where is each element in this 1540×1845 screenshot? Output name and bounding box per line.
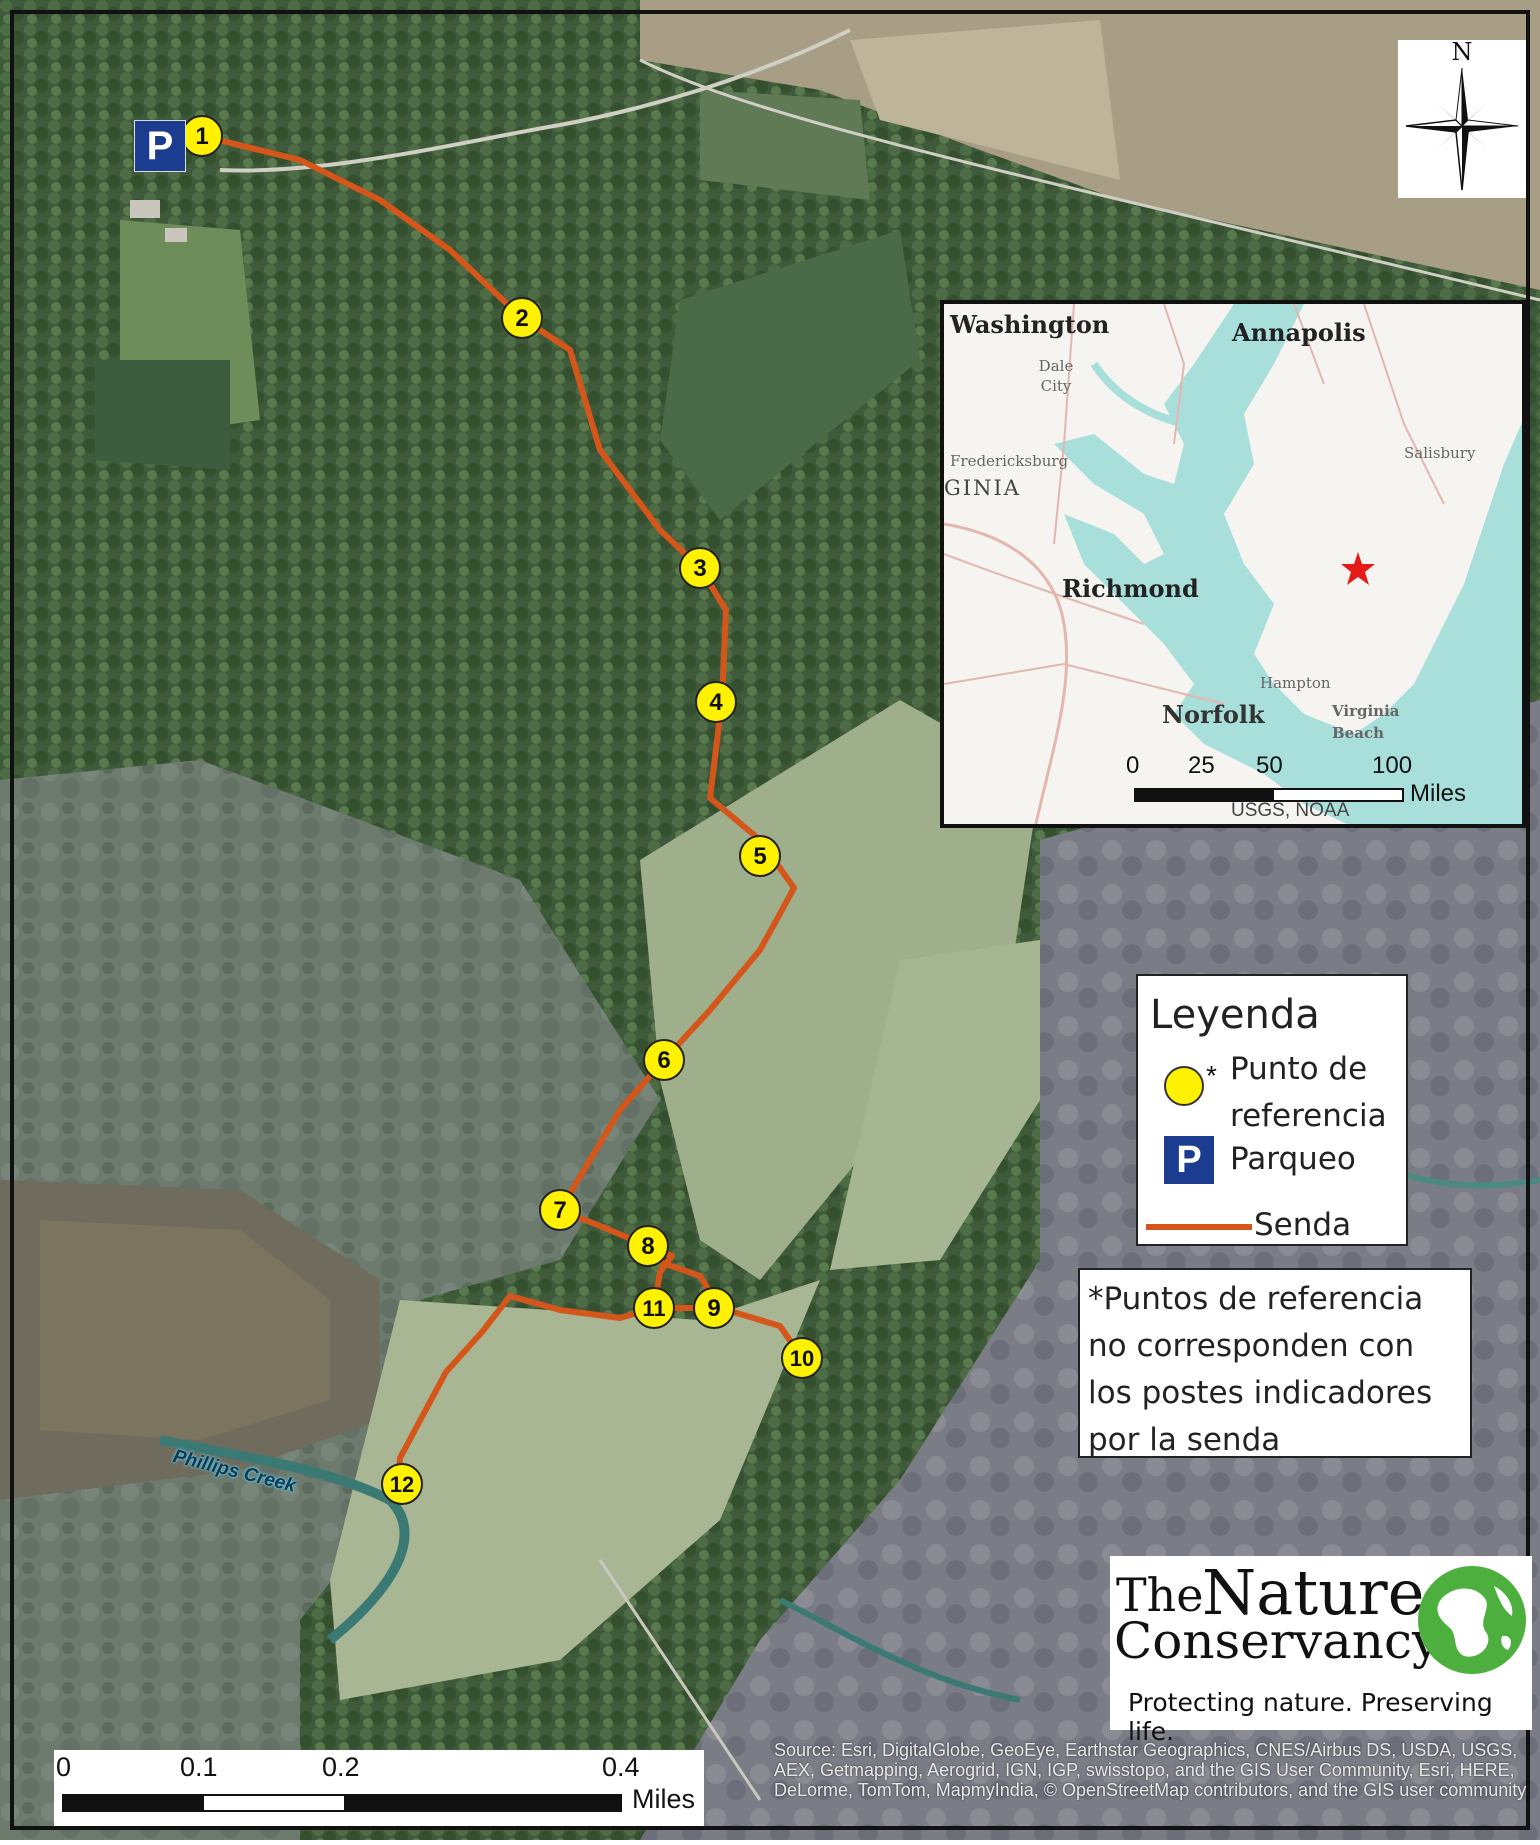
inset-credit: USGS, NOAA [1231, 800, 1350, 821]
waypoint-circle [693, 1287, 735, 1329]
asterisk-mark: * [1206, 1060, 1217, 1091]
waypoint-number: 12 [390, 1472, 414, 1497]
north-arrow: N [1398, 38, 1526, 198]
north-letter: N [1451, 38, 1473, 66]
logo-the: The [1116, 1568, 1204, 1622]
inset-label-annapolis: Annapolis [1232, 318, 1366, 347]
waypoint-number: 9 [707, 1295, 720, 1322]
scale-tick: 0.4 [602, 1752, 640, 1782]
waypoint-circle [501, 297, 543, 339]
waypoint-number: 3 [693, 555, 706, 582]
waypoint-number: 7 [553, 1197, 566, 1224]
basemap-source-credit: Source: Esri, DigitalGlobe, GeoEye, Eart… [774, 1740, 1527, 1800]
waypoint-marker-3[interactable]: 3 [679, 547, 721, 589]
inset-label-dale-city: Dale City [1038, 357, 1074, 395]
waypoint-marker-1[interactable]: 1 [181, 115, 223, 157]
waypoint-marker-2[interactable]: 2 [501, 297, 543, 339]
waypoint-number: 11 [642, 1296, 665, 1321]
waypoint-marker-7[interactable]: 7 [539, 1189, 581, 1231]
inset-label-virginia-beach: Virginia Beach [1332, 702, 1400, 742]
map-scale-bar: 0 0.1 0.2 0.4 Miles [54, 1750, 704, 1826]
inset-scale-units: Miles [1410, 780, 1467, 807]
inset-locator-map[interactable]: Washington Annapolis Dale City Frederick… [940, 300, 1526, 828]
scale-tick: 0.1 [180, 1752, 218, 1782]
waypoint-marker-4[interactable]: 4 [695, 681, 737, 723]
inset-scale-tick: 50 [1256, 752, 1283, 779]
inset-scale-tick: 25 [1188, 752, 1215, 779]
waypoint-number: 1 [195, 123, 208, 150]
waypoint-marker-12[interactable]: 12 [381, 1463, 423, 1505]
inset-label-richmond: Richmond [1062, 574, 1199, 603]
waypoint-circle [633, 1287, 675, 1329]
inset-scale-graphic [1134, 788, 1404, 802]
compass-rose-icon [1405, 67, 1519, 191]
waypoint-note: *Puntos de referencia no corresponden co… [1078, 1268, 1472, 1458]
legend-trail-label: Senda [1254, 1207, 1352, 1243]
logo-nature: Nature [1202, 1556, 1425, 1629]
logo-conservancy: Conservancy [1114, 1612, 1441, 1670]
nature-conservancy-logo: The Nature Conservancy Protecting nature… [1110, 1556, 1532, 1746]
logo-tagline: Protecting nature. Preserving life. [1128, 1688, 1493, 1746]
waypoint-marker-11[interactable]: 11 [633, 1287, 675, 1329]
parking-symbol-icon: P [1164, 1136, 1214, 1184]
legend-waypoint-label: Punto de referencia [1230, 1051, 1387, 1134]
scale-graphic [62, 1794, 622, 1812]
trail-line[interactable] [199, 133, 805, 1485]
waypoint-symbol-icon [1164, 1066, 1204, 1106]
location-star-icon [1341, 552, 1375, 585]
legend-title: Leyenda [1150, 992, 1320, 1038]
inset-label-fredericksburg: Fredericksburg [950, 452, 1069, 470]
scale-units: Miles [632, 1784, 696, 1814]
waypoint-circle [781, 1337, 823, 1379]
waypoint-number: 4 [709, 689, 723, 716]
trail-symbol-icon [1146, 1224, 1252, 1230]
scale-tick: 0 [56, 1752, 72, 1782]
waypoint-circle [739, 835, 781, 877]
inset-label-norfolk: Norfolk [1162, 700, 1265, 729]
legend-parking-label: Parqueo [1230, 1141, 1356, 1177]
legend: Leyenda * Punto de referencia P Parqueo … [1136, 974, 1408, 1246]
waypoint-number: 10 [790, 1346, 814, 1371]
waypoint-marker-6[interactable]: 6 [643, 1039, 685, 1081]
globe-logo-icon [1418, 1566, 1526, 1674]
waypoint-circle [539, 1189, 581, 1231]
waypoint-marker-5[interactable]: 5 [739, 835, 781, 877]
parking-icon[interactable]: P [134, 120, 186, 172]
inset-basemap [944, 304, 1522, 824]
waypoint-circle [679, 547, 721, 589]
waypoint-number: 2 [515, 305, 528, 332]
waypoint-number: 8 [641, 1233, 654, 1260]
waypoint-circle [627, 1225, 669, 1267]
waypoint-number: 5 [753, 843, 766, 870]
waypoint-circle [381, 1463, 423, 1505]
inset-label-hampton: Hampton [1260, 674, 1331, 692]
waypoint-marker-9[interactable]: 9 [693, 1287, 735, 1329]
waypoint-circle [695, 681, 737, 723]
inset-label-washington: Washington [950, 310, 1110, 339]
inset-label-virginia: GINIA [944, 476, 1021, 500]
inset-label-salisbury: Salisbury [1404, 444, 1476, 462]
waypoint-circle [643, 1039, 685, 1081]
waypoint-number: 6 [657, 1047, 670, 1074]
waypoint-marker-10[interactable]: 10 [781, 1337, 823, 1379]
waypoint-marker-8[interactable]: 8 [627, 1225, 669, 1267]
inset-scale-tick: 0 [1126, 752, 1140, 779]
scale-tick: 0.2 [322, 1752, 360, 1782]
inset-scale-tick: 100 [1372, 752, 1413, 779]
